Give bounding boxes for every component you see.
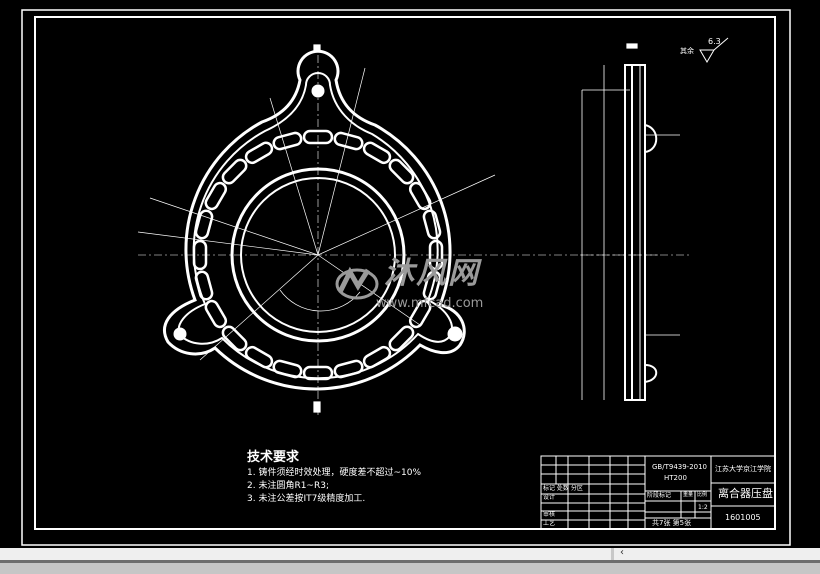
window-divider [0, 560, 820, 563]
scale-label: 比例 [697, 492, 708, 498]
cooling-slot [408, 181, 432, 211]
watermark-logo-icon [335, 266, 379, 300]
part-name: 离合器压盘 [718, 487, 773, 500]
title-block [540, 455, 776, 530]
horizontal-scrollbar[interactable] [0, 548, 820, 560]
scrollbar-thumb[interactable] [611, 548, 614, 560]
cooling-slot [272, 131, 303, 151]
process-label: 工艺 [543, 520, 556, 527]
bottom-panel [0, 563, 820, 574]
cooling-slot [204, 181, 228, 211]
designer-label: 设计 [543, 494, 556, 501]
roughness-label: 其余 [680, 47, 694, 55]
cooling-slot [388, 158, 415, 185]
school-name: 江苏大学京江学院 [715, 465, 771, 473]
cooling-slot [244, 141, 274, 165]
cooling-slot [244, 345, 274, 369]
cooling-slot [333, 359, 364, 379]
cooling-slot [422, 270, 442, 301]
cooling-slot [408, 299, 432, 329]
drawing-graphics [21, 9, 791, 546]
scroll-left-arrow-icon[interactable]: ‹ [620, 547, 624, 558]
cad-drawing-canvas[interactable] [0, 0, 820, 548]
drawing-number: 1601005 [725, 513, 761, 522]
technical-requirements: 技术要求 1. 铸件须经时效处理，硬度差不超过~10% 2. 未注圆角R1~R3… [247, 450, 421, 506]
cooling-slot [362, 345, 392, 369]
cooling-slot [422, 209, 442, 240]
standard: GB/T9439-2010 [652, 463, 708, 471]
watermark: 沐风网 www.mfcad.com [332, 258, 502, 314]
cooling-slot [194, 209, 214, 240]
pressure-plate-front-view [163, 49, 466, 391]
cooling-slot [362, 141, 392, 165]
cooling-slot [204, 299, 228, 329]
watermark-brand: 沐风网 [384, 256, 480, 291]
stage-mark: 阶段标记 [647, 492, 672, 499]
reviewer-label: 审核 [543, 511, 556, 518]
requirement-1: 1. 铸件须经时效处理，硬度差不超过~10% [247, 468, 421, 478]
center-lines [138, 55, 690, 415]
pressure-plate-side-view [581, 37, 729, 401]
roughness-symbol [699, 49, 715, 63]
requirement-2: 2. 未注圆角R1~R3; [247, 481, 329, 491]
cooling-slot [194, 270, 214, 301]
sheet-count: 共7张 第5张 [652, 519, 692, 527]
technical-requirements-title: 技术要求 [247, 450, 300, 465]
cooling-slot [221, 158, 248, 185]
revision-marks: 标记 处数 分区 [543, 485, 583, 492]
weight-label: 重量 [683, 492, 694, 498]
cooling-slot [221, 325, 248, 352]
material: HT200 [664, 474, 687, 482]
inner-frame [34, 16, 776, 530]
roughness-value: 6.3 [708, 37, 721, 46]
scale-value: 1:2 [698, 504, 708, 511]
cooling-slot [272, 359, 303, 379]
dimension-lines [137, 67, 496, 361]
cooling-slot [333, 131, 364, 151]
watermark-url: www.mfcad.com [376, 296, 484, 311]
requirement-3: 3. 未注公差按IT7级精度加工. [247, 494, 366, 504]
outer-frame [21, 9, 791, 546]
cooling-slot [388, 325, 415, 352]
